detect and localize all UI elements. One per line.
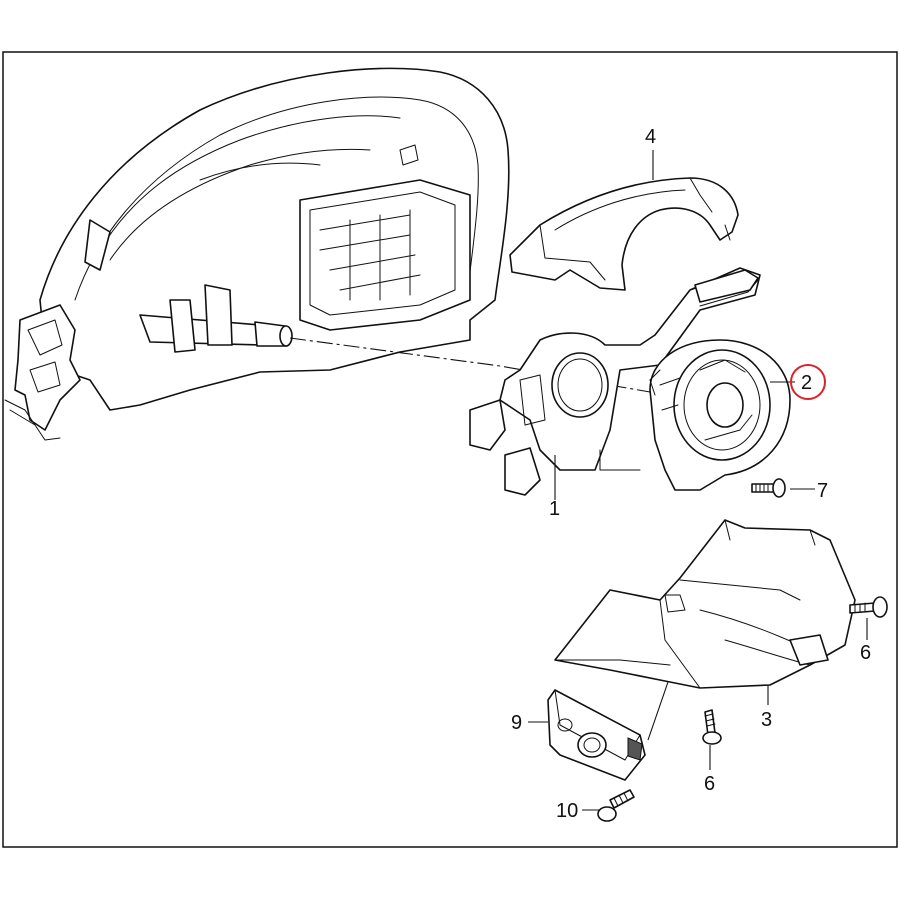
screw-part-10 <box>597 789 635 822</box>
callout-1: 1 <box>549 498 560 520</box>
callout-2: 2 <box>801 372 812 394</box>
screw-part-6-lower <box>702 709 722 745</box>
dashboard-carrier <box>4 67 510 441</box>
steering-column-shaft <box>139 284 293 353</box>
callout-10: 10 <box>556 800 578 822</box>
switch-module-part-9 <box>547 689 646 781</box>
callout-7: 7 <box>817 480 828 502</box>
screw-part-6-upper <box>849 596 888 618</box>
callout-9: 9 <box>511 712 522 734</box>
upper-column-trim-part-4 <box>509 177 739 291</box>
screw-part-7 <box>751 478 786 498</box>
highlight-circle-callout-2 <box>790 364 826 400</box>
callout-3: 3 <box>761 709 772 731</box>
lower-column-trim-part-3 <box>554 519 856 689</box>
callout-6-lower: 6 <box>704 773 715 795</box>
callout-4: 4 <box>645 126 656 148</box>
combination-switch-part-1 <box>469 267 761 496</box>
callout-6-upper: 6 <box>860 642 871 664</box>
diagram-frame <box>2 51 898 848</box>
clock-spring-part-2 <box>649 339 791 491</box>
